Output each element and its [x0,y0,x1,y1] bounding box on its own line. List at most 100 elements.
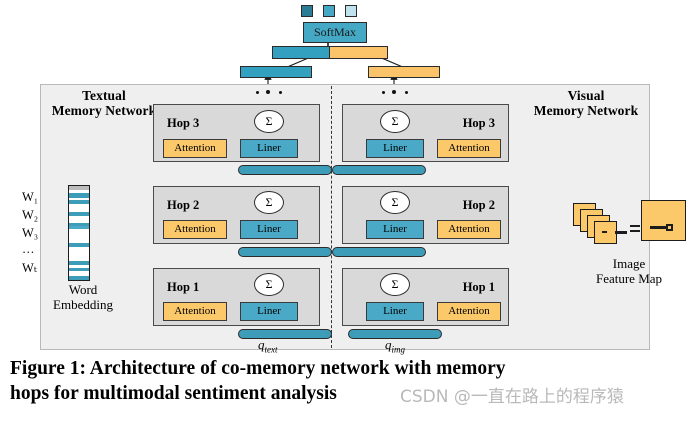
textual-network-title: Textual Memory Network [44,88,164,118]
q-subscript: img [391,344,406,355]
watermark-text: CSDN @一直在路上的程序猿 [400,387,624,407]
attention-label: Attention [448,142,490,154]
figure-caption-line1: Figure 1: Architecture of co-memory netw… [10,358,506,379]
image-feature-map-caption: Image Feature Map [570,256,688,286]
visual-hop-3-sum: Σ [380,110,410,133]
textual-hop-2-liner: Liner [240,220,298,239]
output-square-1 [301,5,313,17]
ellipsis-dot [392,90,396,94]
image-detail-line-3 [650,226,666,229]
ellipsis-dot [279,91,282,94]
word-embedding-column [68,185,90,281]
word-embedding-caption-line2: Embedding [53,297,113,312]
fused-vector-orange-half [329,46,388,59]
textual-query-label: qtext [258,337,278,355]
embedding-segment [69,198,89,200]
ellipsis-dot [266,90,270,94]
embedding-segment [69,212,89,216]
visual-hop-2-label: Hop 2 [462,198,495,212]
ellipsis-dot [405,91,408,94]
textual-hop-1-sum: Σ [254,273,284,296]
feature-map-connector [615,231,627,234]
ellipsis-dot [382,91,385,94]
textual-hop-2-attention: Attention [163,220,227,239]
attention-label: Attention [448,305,490,317]
embedding-segment [69,226,89,229]
image-thumbnail [641,200,686,241]
visual-network-title-line1: Visual [567,88,605,103]
embedding-segment [69,268,89,271]
textual-hop-3-liner: Liner [240,139,298,158]
word-label-t: Wₜ [22,261,37,275]
liner-label: Liner [257,305,281,317]
center-divider [331,86,332,348]
embedding-segment [69,271,89,276]
visual-network-title-line2: Memory Network [533,103,639,118]
image-detail-line-1 [630,225,640,227]
figure-caption-line2: hops for multimodal sentiment analysis [10,383,337,404]
textual-hop-2-label: Hop 2 [167,198,200,212]
liner-label: Liner [383,223,407,235]
textual-hop-1-label: Hop 1 [167,280,200,294]
output-square-3 [345,5,357,17]
q-symbol: q [385,337,392,352]
ellipsis-dot [256,91,259,94]
visual-hop-3-attention: Attention [437,139,501,158]
visual-query-label: qimg [385,337,405,355]
output-square-2 [323,5,335,17]
textual-output-vector [240,66,312,78]
attention-label: Attention [448,223,490,235]
attention-label: Attention [174,223,216,235]
embedding-segment [69,223,89,226]
textual-hop-1-liner: Liner [240,302,298,321]
liner-label: Liner [257,223,281,235]
q-symbol: q [258,337,265,352]
visual-hop-2-attention: Attention [437,220,501,239]
attention-label: Attention [174,305,216,317]
image-feature-map-caption-line2: Feature Map [595,271,663,286]
embedding-segment [69,261,89,265]
textual-hop-2-sum: Σ [254,191,284,214]
softmax-label: SoftMax [314,25,356,39]
figure-caption: Figure 1: Architecture of co-memory netw… [10,356,684,406]
visual-hop-3-label: Hop 3 [462,116,495,130]
visual-memory-bar-3 [332,165,426,175]
liner-label: Liner [257,142,281,154]
textual-network-title-line2: Memory Network [51,103,157,118]
word-label-1: W₁ [22,190,39,204]
sum-symbol: Σ [391,277,399,291]
liner-label: Liner [383,305,407,317]
image-feature-map-caption-line1: Image [612,256,646,271]
visual-hop-2-liner: Liner [366,220,424,239]
embedding-segment [69,204,89,212]
word-embedding-caption: Word Embedding [38,282,128,312]
textual-hop-3-sum: Σ [254,110,284,133]
visual-network-title: Visual Memory Network [524,88,648,118]
word-embedding-caption-line1: Word [68,282,98,297]
sum-symbol: Σ [391,195,399,209]
textual-hop-3-attention: Attention [163,139,227,158]
visual-hop-2-sum: Σ [380,191,410,214]
visual-output-vector [368,66,440,78]
word-label-2: W₂ [22,208,39,222]
sum-symbol: Σ [265,277,273,291]
embedding-segment [69,186,89,190]
word-label-ellipsis: … [22,242,35,256]
word-label-3: W₃ [22,226,39,240]
liner-label: Liner [383,142,407,154]
embedding-segment [69,243,89,247]
visual-query-bar [348,329,442,339]
textual-hop-1-attention: Attention [163,302,227,321]
embedding-segment [69,216,89,223]
textual-network-title-line1: Textual [82,88,126,103]
visual-hop-1-label: Hop 1 [462,280,495,294]
embedding-segment [69,193,89,198]
sum-symbol: Σ [265,114,273,128]
textual-query-bar [238,329,332,339]
embedding-segment [69,200,89,204]
visual-hop-3-liner: Liner [366,139,424,158]
sum-symbol: Σ [391,114,399,128]
textual-memory-bar-3 [238,165,332,175]
visual-hop-1-liner: Liner [366,302,424,321]
